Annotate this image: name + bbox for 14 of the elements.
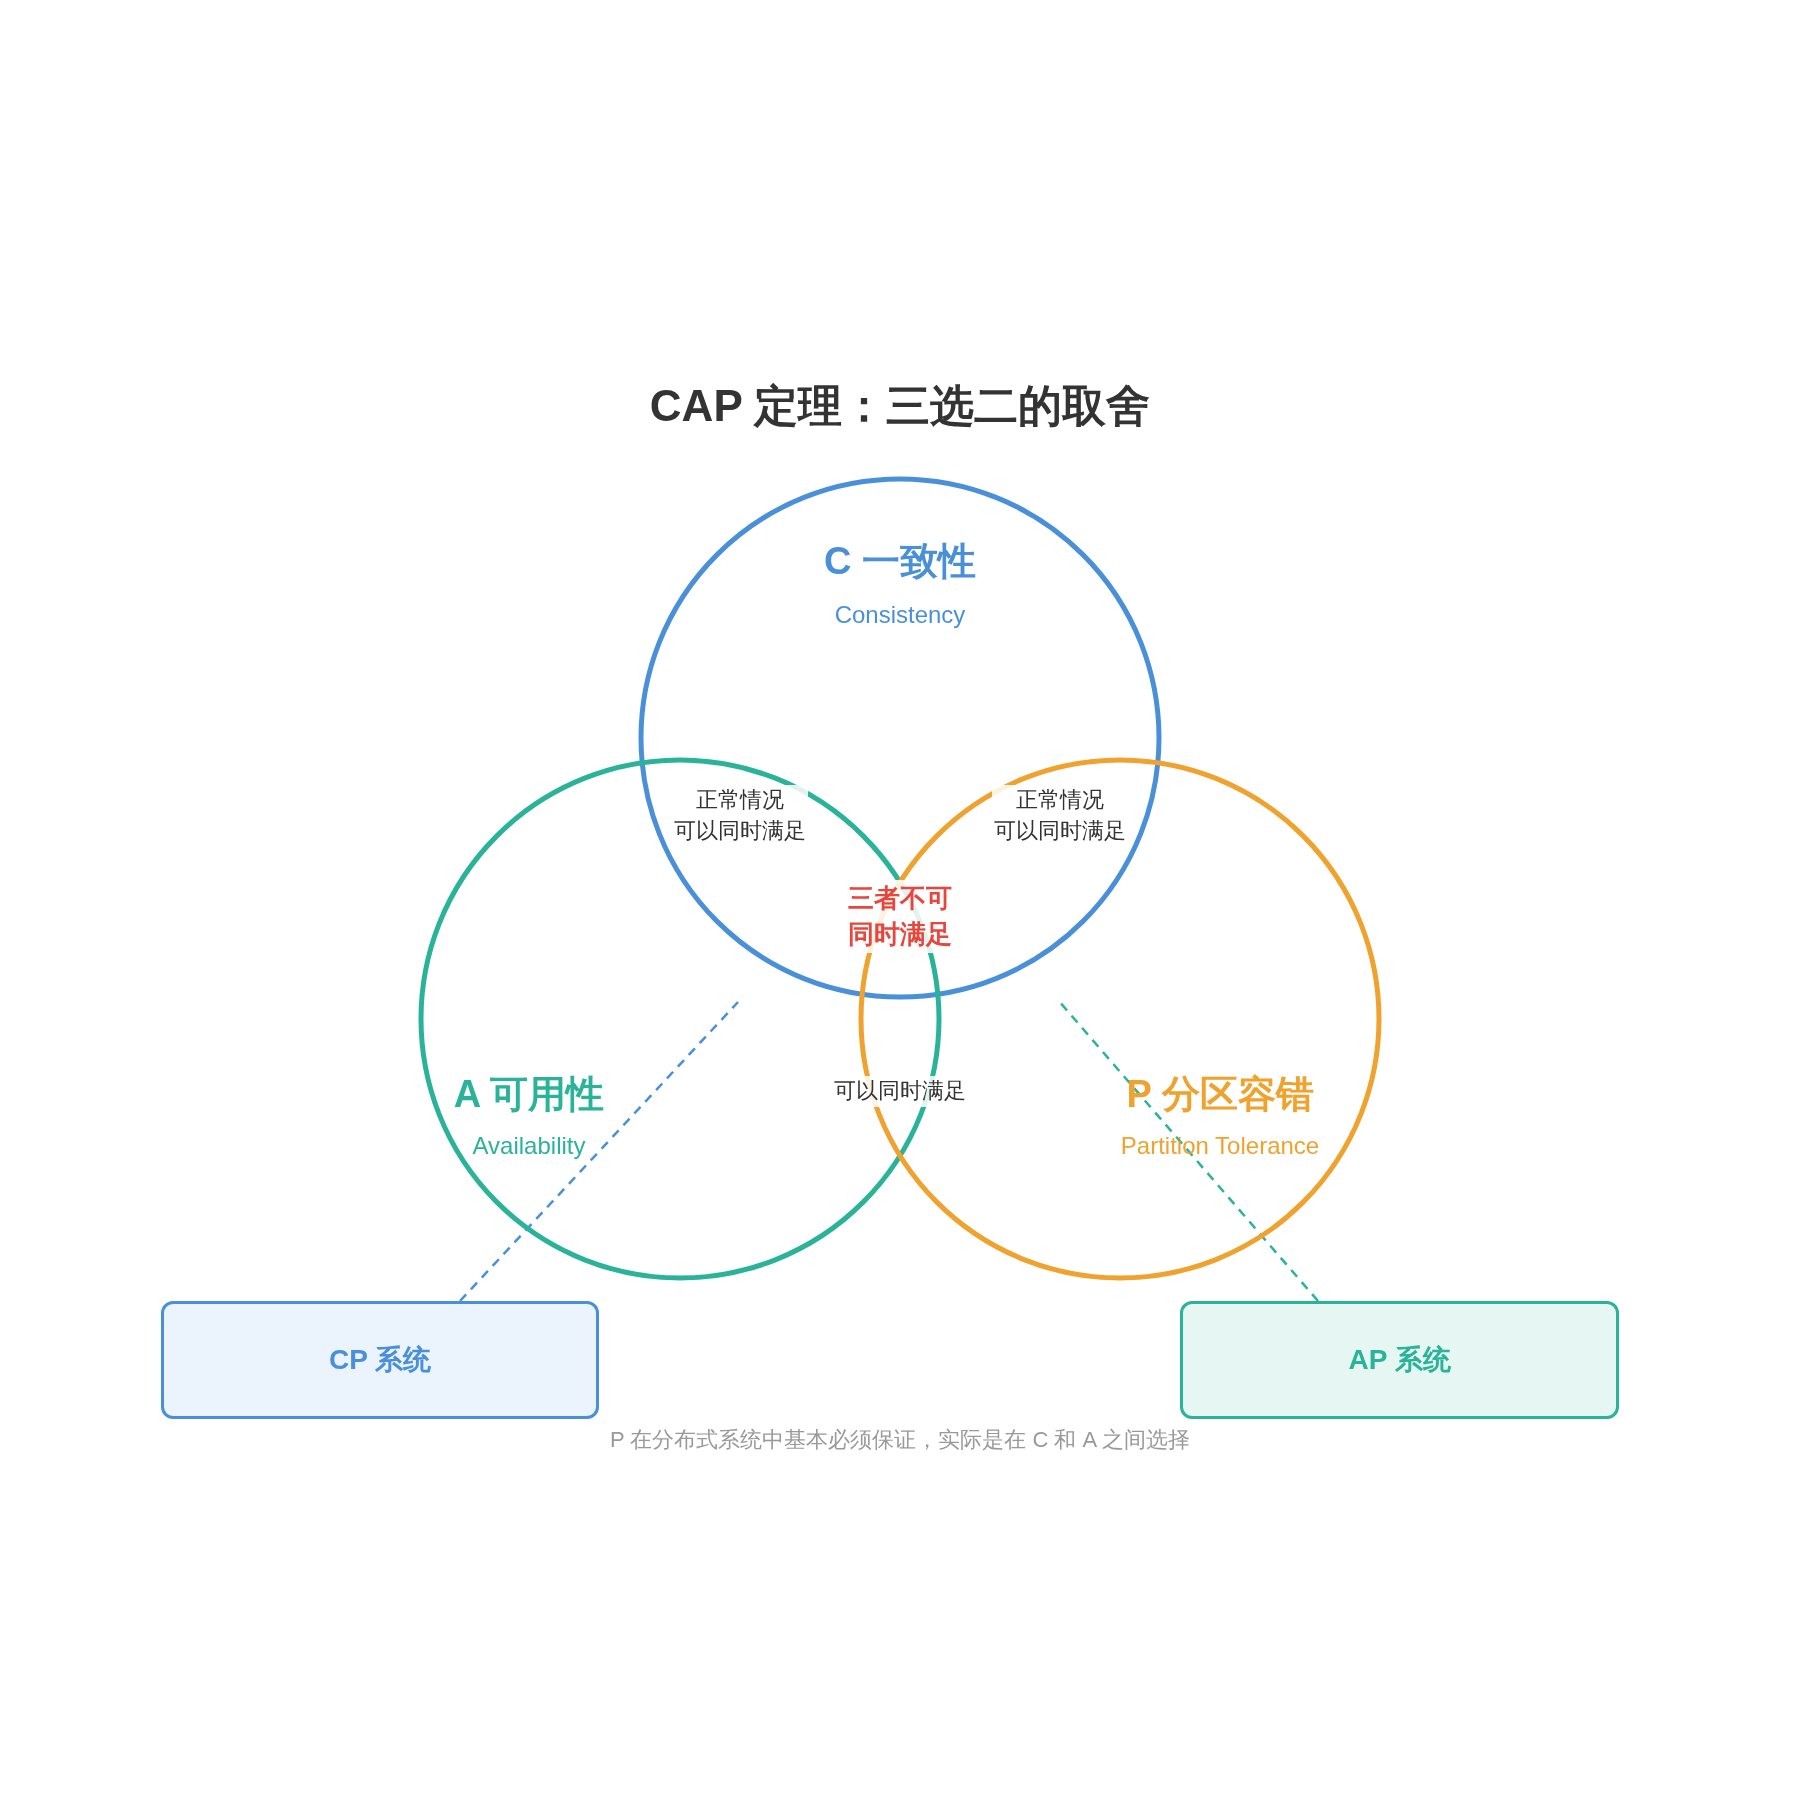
system-box [161,1301,599,1419]
box-title: CP 系统 [328,1343,432,1377]
circle-subtitle: Partition Tolerance [1119,1131,1321,1161]
dashed-leader-line [459,1001,739,1302]
caption: P 在分布式系统中基本必须保证，实际是在 C 和 A 之间选择 [608,1426,1192,1454]
circle-subtitle: Consistency [833,600,967,630]
region-note: 可以同时满足 [832,1076,968,1107]
circle-subtitle: Availability [471,1131,587,1161]
center-warning: 三者不可同时满足 [846,880,954,953]
system-box [1180,1301,1619,1419]
box-title: AP 系统 [1348,1343,1451,1377]
circle-title: C 一致性 [823,539,977,584]
circle-title: P 分区容错 [1125,1072,1315,1117]
circle-title: A 可用性 [452,1072,606,1117]
